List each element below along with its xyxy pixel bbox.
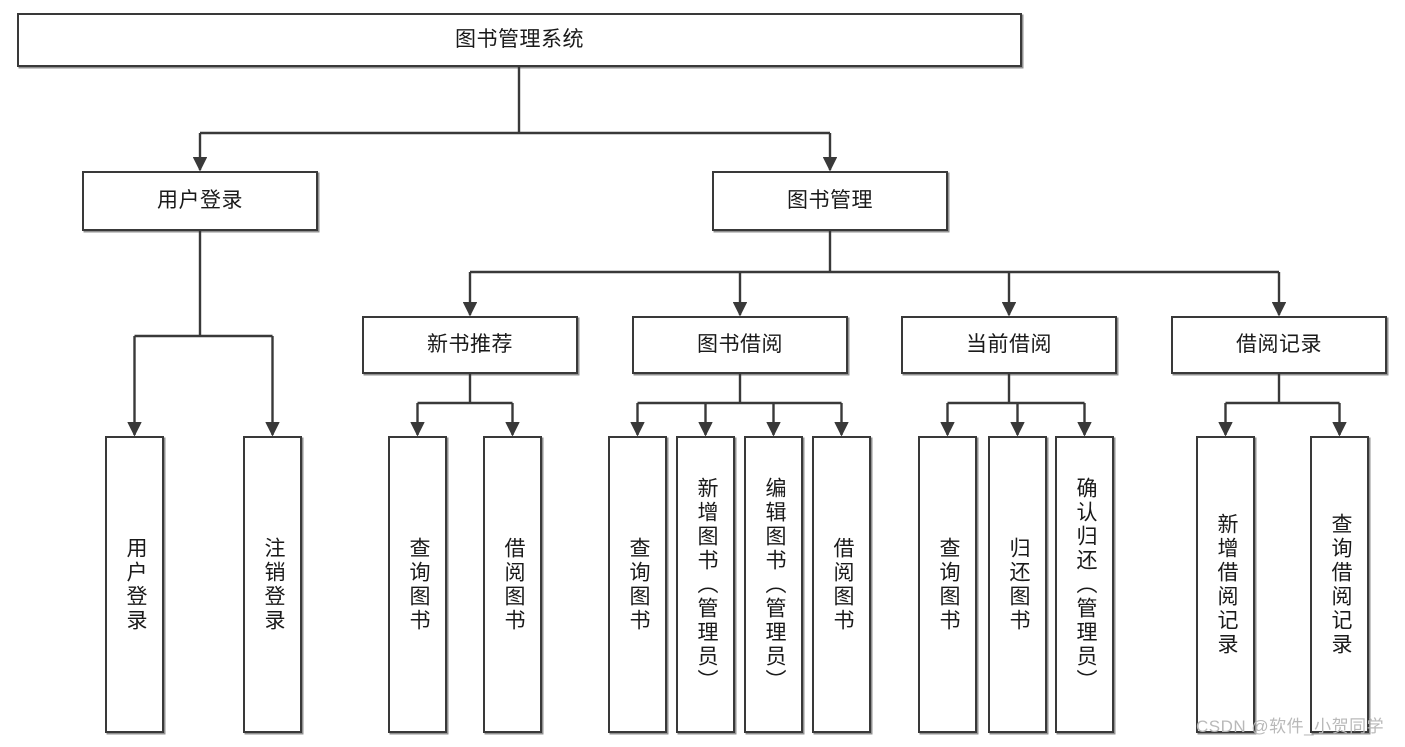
node-label: 新增图书（管理员） — [694, 476, 718, 693]
node-leaf-confirm-return-admin[interactable]: 确认归还（管理员） — [1055, 436, 1114, 733]
node-label: 查询图书 — [936, 536, 960, 633]
node-leaf-user-login[interactable]: 用户登录 — [105, 436, 164, 733]
node-leaf-add-borrow-record[interactable]: 新增借阅记录 — [1196, 436, 1255, 733]
node-leaf-add-book-admin[interactable]: 新增图书（管理员） — [676, 436, 735, 733]
node-label: 当前借阅 — [966, 333, 1052, 357]
node-leaf-edit-book-admin[interactable]: 编辑图书（管理员） — [744, 436, 803, 733]
node-label: 查询借阅记录 — [1328, 512, 1352, 657]
node-current-borrow[interactable]: 当前借阅 — [901, 316, 1117, 374]
csdn-watermark: CSDN @软件_小贺同学 — [1196, 717, 1385, 736]
node-book-management[interactable]: 图书管理 — [712, 171, 948, 231]
node-label: 图书借阅 — [697, 333, 783, 357]
node-leaf-borrow-book-recommend[interactable]: 借阅图书 — [483, 436, 542, 733]
node-label: 查询图书 — [626, 536, 650, 633]
node-borrow-record[interactable]: 借阅记录 — [1171, 316, 1387, 374]
node-book-borrow[interactable]: 图书借阅 — [632, 316, 848, 374]
node-label: 图书管理 — [787, 189, 873, 213]
node-leaf-query-book-borrow[interactable]: 查询图书 — [608, 436, 667, 733]
node-leaf-query-book-current[interactable]: 查询图书 — [918, 436, 977, 733]
node-label: 查询图书 — [406, 536, 430, 633]
node-leaf-return-book[interactable]: 归还图书 — [988, 436, 1047, 733]
node-label: 注销登录 — [261, 536, 285, 633]
node-leaf-user-logout[interactable]: 注销登录 — [243, 436, 302, 733]
node-leaf-query-borrow-record[interactable]: 查询借阅记录 — [1310, 436, 1369, 733]
node-label: 用户登录 — [157, 189, 243, 213]
node-label: 借阅记录 — [1236, 333, 1322, 357]
node-leaf-borrow-book[interactable]: 借阅图书 — [812, 436, 871, 733]
node-root[interactable]: 图书管理系统 — [17, 13, 1022, 67]
node-new-book-recommend[interactable]: 新书推荐 — [362, 316, 578, 374]
node-label: 编辑图书（管理员） — [762, 476, 786, 693]
node-label: 确认归还（管理员） — [1073, 476, 1097, 693]
node-label: 借阅图书 — [830, 536, 854, 633]
node-user-login[interactable]: 用户登录 — [82, 171, 318, 231]
node-label: 图书管理系统 — [455, 28, 584, 52]
node-label: 借阅图书 — [501, 536, 525, 633]
node-label: 归还图书 — [1006, 536, 1030, 633]
node-label: 用户登录 — [123, 536, 147, 633]
node-label: 新书推荐 — [427, 333, 513, 357]
node-leaf-query-book-recommend[interactable]: 查询图书 — [388, 436, 447, 733]
node-label: 新增借阅记录 — [1214, 512, 1238, 657]
